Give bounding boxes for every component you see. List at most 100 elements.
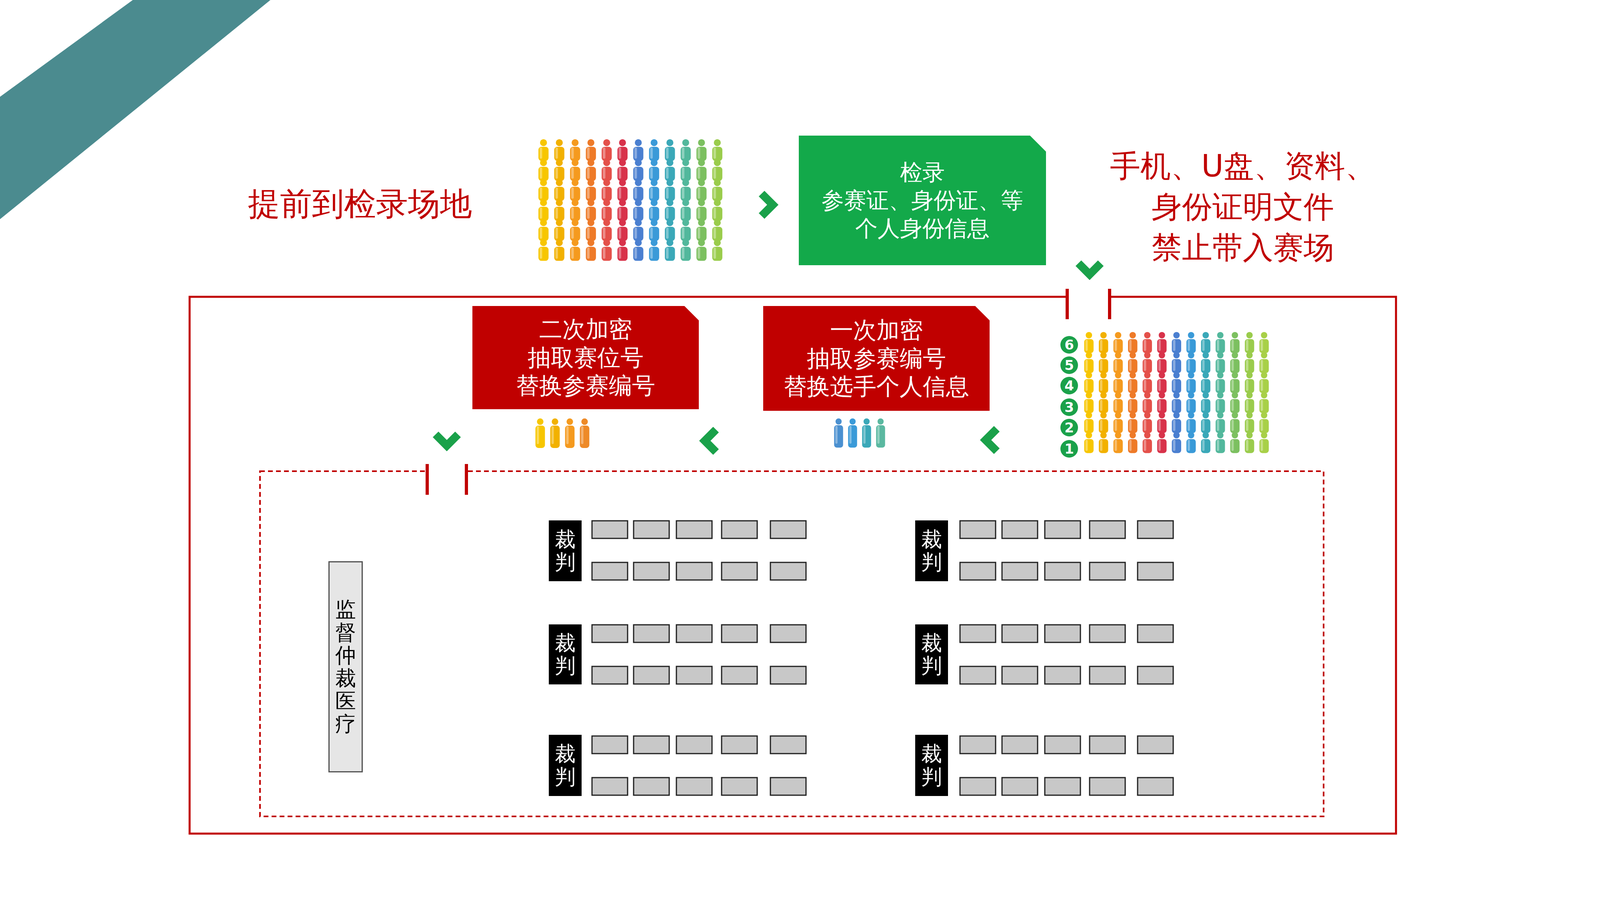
vertical-label: 裁判 bbox=[921, 631, 942, 678]
person bbox=[1259, 432, 1269, 454]
gate-post bbox=[464, 464, 468, 495]
seats bbox=[592, 520, 1174, 796]
person bbox=[664, 219, 675, 241]
warning-note: 手机、U盘、资料、 身份证明文件 禁止带入赛场 bbox=[1078, 145, 1407, 268]
referee-box: 裁判 bbox=[548, 624, 582, 685]
person bbox=[554, 159, 565, 181]
person bbox=[1259, 372, 1269, 394]
person bbox=[1098, 412, 1108, 434]
callout-number: 6 bbox=[1060, 336, 1078, 354]
person bbox=[696, 159, 707, 181]
person bbox=[1113, 412, 1123, 434]
person bbox=[1244, 412, 1254, 434]
seat bbox=[721, 520, 758, 539]
person bbox=[1172, 332, 1182, 354]
seat bbox=[592, 777, 628, 796]
seat bbox=[1089, 666, 1126, 684]
vertical-label: 裁判 bbox=[921, 742, 942, 788]
person bbox=[1142, 392, 1152, 414]
person bbox=[1113, 372, 1123, 394]
referee-box: 裁判 bbox=[548, 734, 582, 796]
seat bbox=[1089, 624, 1126, 643]
person bbox=[1201, 352, 1211, 374]
seat bbox=[1089, 520, 1126, 539]
seat bbox=[1044, 520, 1081, 539]
person bbox=[1142, 372, 1152, 394]
seat bbox=[770, 736, 806, 754]
person bbox=[680, 139, 691, 161]
vertical-label: 裁判 bbox=[921, 528, 942, 574]
person bbox=[580, 418, 590, 448]
person bbox=[1186, 432, 1196, 454]
person bbox=[1201, 432, 1211, 454]
person bbox=[1142, 432, 1152, 454]
callout-number: 4 bbox=[1060, 376, 1078, 395]
seat bbox=[633, 520, 670, 539]
person bbox=[1128, 332, 1138, 354]
person bbox=[554, 199, 565, 221]
person bbox=[554, 139, 565, 161]
seat bbox=[633, 562, 670, 580]
person bbox=[1172, 412, 1182, 434]
person bbox=[1098, 352, 1108, 374]
vertical-label: 监督 仲裁 医疗 bbox=[335, 598, 356, 736]
person bbox=[633, 199, 644, 221]
person bbox=[586, 199, 596, 221]
person bbox=[1098, 392, 1108, 414]
referee-box: 裁判 bbox=[548, 520, 582, 582]
seat bbox=[592, 736, 628, 754]
person bbox=[1098, 372, 1108, 394]
person bbox=[1157, 372, 1167, 394]
person bbox=[538, 179, 549, 201]
person bbox=[586, 139, 596, 161]
person bbox=[1084, 412, 1094, 434]
person bbox=[1084, 332, 1094, 354]
person bbox=[601, 159, 612, 181]
gate-post bbox=[1108, 288, 1112, 320]
person bbox=[535, 418, 546, 448]
encrypt-box: 二次加密 抽取赛位号 替换参赛编号 bbox=[472, 306, 699, 410]
seat bbox=[721, 624, 758, 643]
person bbox=[649, 179, 660, 201]
person bbox=[1230, 432, 1240, 454]
person bbox=[601, 219, 612, 241]
person bbox=[538, 139, 549, 161]
person bbox=[601, 239, 612, 261]
seat bbox=[1044, 624, 1081, 643]
referee-box: 裁判 bbox=[915, 734, 948, 796]
person bbox=[1186, 412, 1196, 434]
box-fill bbox=[798, 135, 1046, 266]
gate-post bbox=[1065, 288, 1069, 320]
seat bbox=[770, 520, 806, 539]
person bbox=[680, 179, 691, 201]
person bbox=[1244, 432, 1254, 454]
person bbox=[570, 179, 580, 201]
person bbox=[586, 159, 596, 181]
seat bbox=[676, 520, 712, 539]
person bbox=[862, 418, 871, 448]
flow-chevron bbox=[761, 193, 773, 216]
person bbox=[680, 239, 691, 261]
person bbox=[712, 139, 723, 161]
person bbox=[1215, 412, 1225, 434]
person bbox=[1215, 372, 1225, 394]
person bbox=[1128, 412, 1138, 434]
person bbox=[664, 239, 675, 261]
person bbox=[601, 199, 612, 221]
person bbox=[1201, 332, 1211, 354]
person bbox=[1244, 332, 1254, 354]
person bbox=[712, 159, 723, 181]
seat bbox=[592, 520, 628, 539]
person bbox=[617, 219, 628, 241]
person bbox=[570, 239, 580, 261]
box-fill bbox=[472, 306, 699, 410]
person bbox=[586, 179, 596, 201]
person bbox=[1098, 332, 1108, 354]
seat bbox=[1002, 562, 1038, 580]
callout-number: 5 bbox=[1060, 356, 1078, 374]
person bbox=[570, 139, 580, 161]
person bbox=[1259, 352, 1269, 374]
box-text: 一次加密 抽取参赛编号 替换选手个人信息 bbox=[776, 316, 977, 401]
